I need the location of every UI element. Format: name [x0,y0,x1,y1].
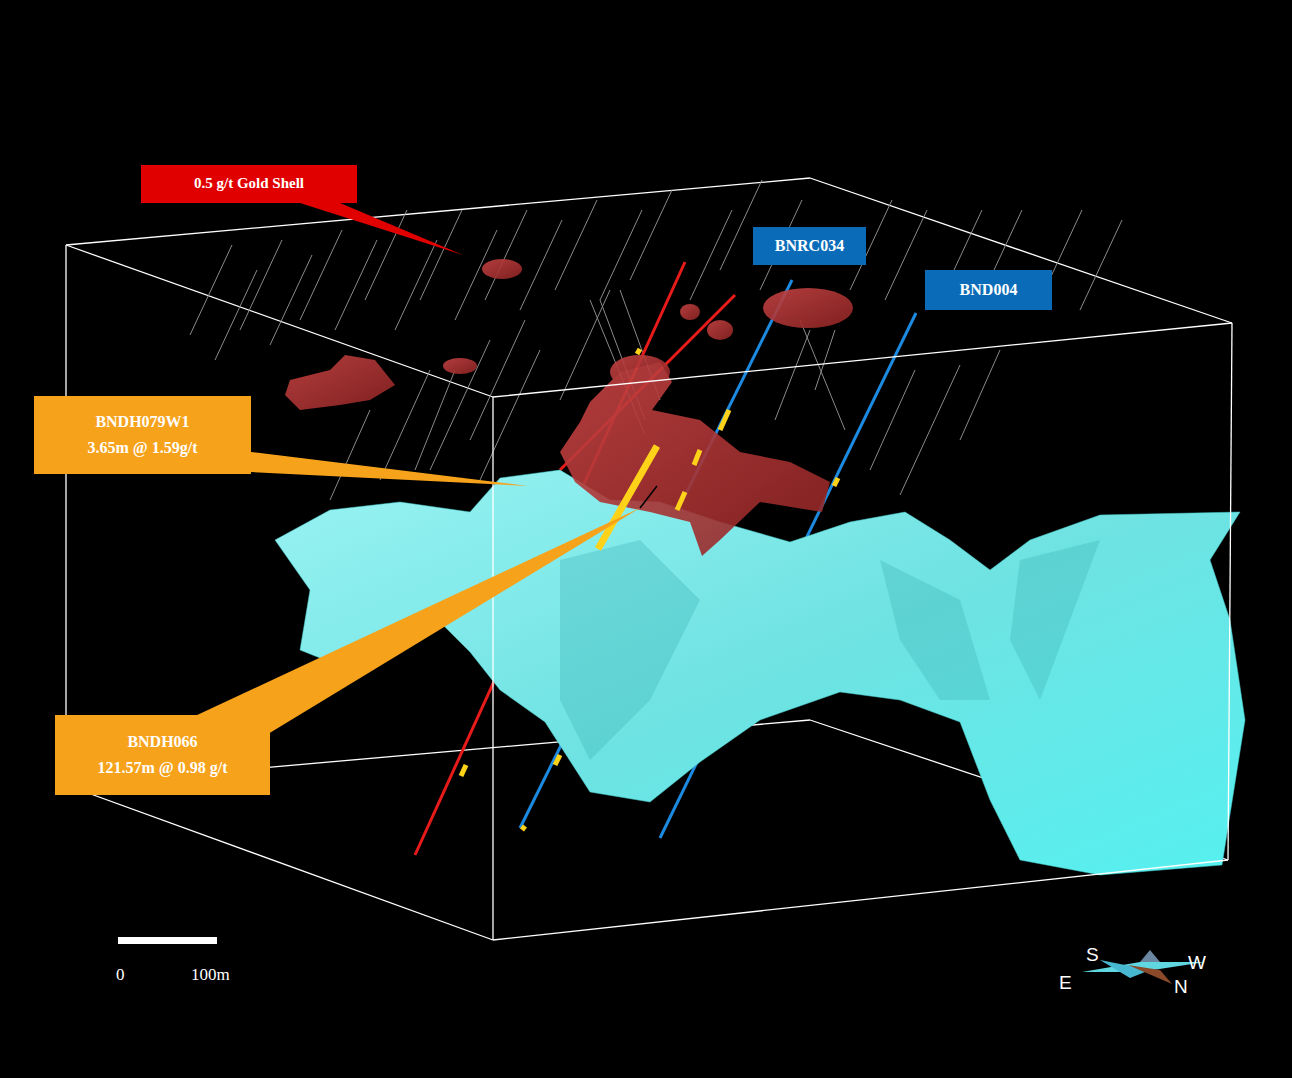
body-shading [560,540,1100,760]
gold-shell [285,259,853,556]
callout-box: BNDH066 121.57m @ 0.98 g/t [55,715,270,795]
gold-intercepts-front [677,450,700,510]
callout-box: BNDH079W1 3.65m @ 1.59g/t [34,396,251,474]
callout-pointer [251,452,528,486]
callout-pointer [195,508,640,734]
callout-text: BND004 [960,281,1018,299]
compass-label: W [1188,952,1206,974]
leader-line [640,486,657,508]
callout-box: BND004 [925,270,1052,310]
intrusive-body [275,470,1245,875]
model-box-front [493,323,1232,940]
callout-text: BNRC034 [775,237,844,255]
callout-text: 3.65m @ 1.59g/t [88,439,198,457]
compass-label: N [1174,976,1188,998]
compass-label: E [1059,972,1072,994]
callout-box: BNRC034 [753,227,866,265]
compass-label: S [1086,944,1099,966]
callout-box: 0.5 g/t Gold Shell [141,165,357,203]
callout-text: BNDH066 [127,733,197,751]
callout-text: BNDH079W1 [95,413,189,431]
scale-label: 100m [191,965,230,985]
scale-label: 0 [116,965,125,985]
scale-bar [118,937,217,944]
callout-text: 121.57m @ 0.98 g/t [98,759,228,777]
callout-pointer [300,203,463,255]
bndh066-intercept [598,446,657,549]
callout-text: 0.5 g/t Gold Shell [194,175,304,192]
